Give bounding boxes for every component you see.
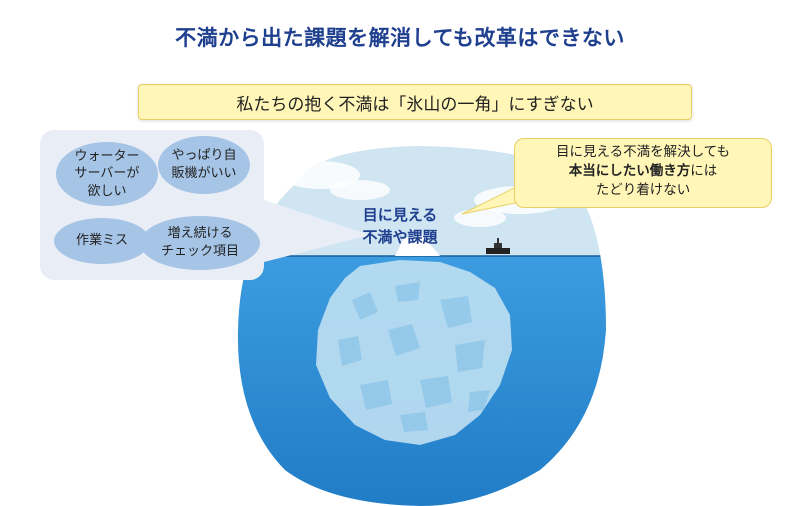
callout-line2: 本当にしたい働き方には [515,162,771,181]
visible-label-line2: 不満や課題 [362,227,438,246]
complaint-bubble: やっぱり自 販機がいい [158,136,250,194]
ship-icon [486,238,510,254]
complaint-bubble: 作業ミス [54,218,150,264]
complaint-bubble: 増え続ける チェック項目 [140,216,260,270]
panel-connector [264,200,370,262]
cloud [454,209,506,227]
callout-box: 目に見える不満を解決しても 本当にしたい働き方には たどり着けない [514,138,772,208]
complaint-label: ウォーター サーバーが 欲しい [74,148,140,199]
callout-line2-rest: には [690,162,718,179]
complaint-label: 増え続ける チェック項目 [160,226,239,259]
visible-problems-label: 目に見える 不満や課題 [340,205,460,249]
cloud [330,180,390,200]
complaint-label: 作業ミス [75,233,128,249]
complaint-label: やっぱり自 販機がいい [171,148,237,181]
complaint-bubble: ウォーター サーバーが 欲しい [56,142,158,206]
complaints-panel: ウォーター サーバーが 欲しい やっぱり自 販機がいい 作業ミス 増え続ける チ… [40,130,264,280]
callout-line3: たどり着けない [595,181,691,198]
iceberg-tip [395,230,440,256]
callout-line1: 目に見える不満を解決しても [555,144,730,160]
subtitle-box: 私たちの抱く不満は「氷山の一角」にすぎない [138,84,692,120]
page-title: 不満から出た課題を解消しても改革はできない [175,26,625,50]
callout-line2-bold: 本当にしたい働き方 [568,162,691,179]
subtitle-text: 私たちの抱く不満は「氷山の一角」にすぎない [236,94,594,115]
visible-label-line1: 目に見える [362,206,438,224]
